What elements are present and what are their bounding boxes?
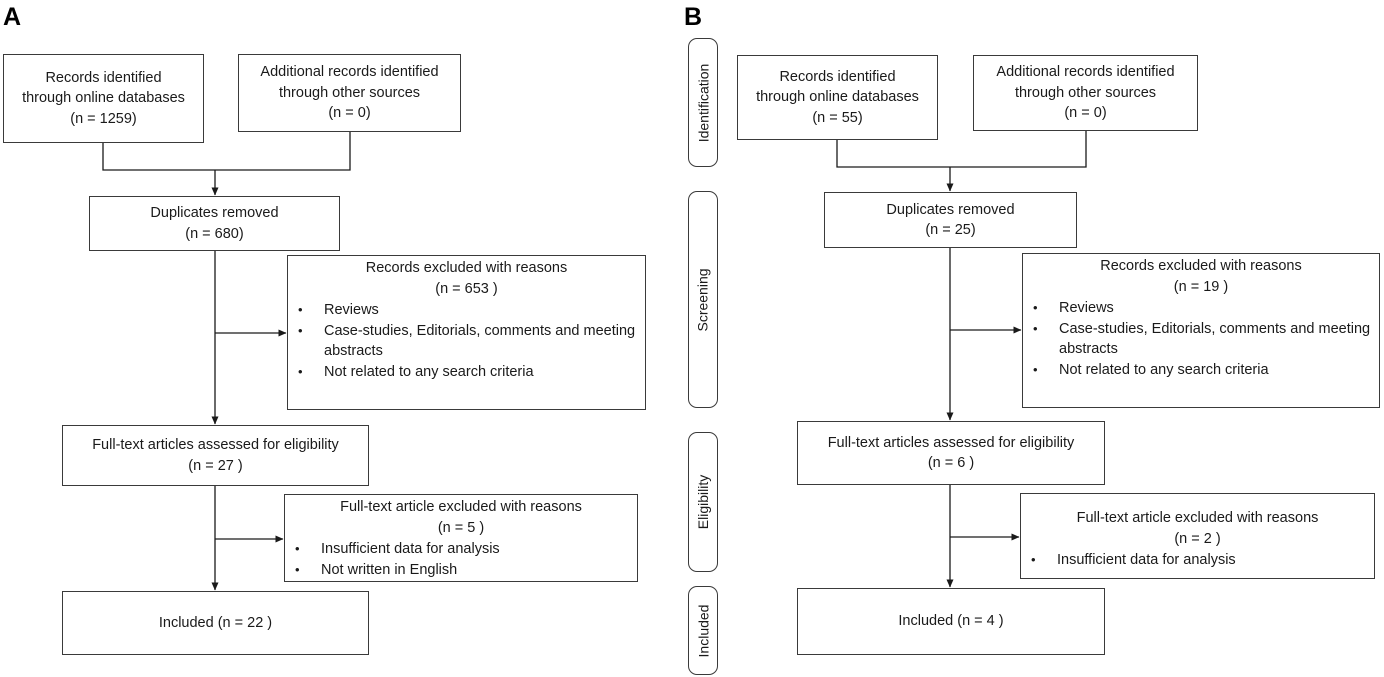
b-fulltext-excluded: Full-text article excluded with reasons … [1020,493,1375,579]
a-records-identified-databases: Records identified through online databa… [3,54,204,143]
b-duplicates-removed: Duplicates removed (n = 25) [824,192,1077,248]
b-fulltext-assessed: Full-text articles assessed for eligibil… [797,421,1105,485]
excluded-count: (n = 2 ) [1174,530,1221,547]
box-text: Additional records identified [260,64,439,81]
stage-identification: Identification [688,38,718,167]
stage-label: Identification [695,63,712,142]
b-records-excluded: Records excluded with reasons (n = 19 ) … [1022,253,1380,408]
excluded-count: (n = 19 ) [1173,278,1229,295]
excluded-count: (n = 5 ) [437,519,485,536]
stage-screening: Screening [688,191,718,408]
exclusion-reason: Not written in English [285,560,637,581]
box-text: (n = 0) [328,105,371,122]
box-text: (n = 6 ) [927,455,975,471]
exclusion-reason: Not related to any search criteria [288,362,645,383]
b-records-identified-databases: Records identified through online databa… [737,55,938,140]
box-text: Included (n = 4 ) [898,613,1004,630]
box-text: Duplicates removed [886,201,1015,218]
exclusion-reason: Case-studies, Editorials, comments and m… [288,321,645,362]
exclusion-reasons: Insufficient data for analysis [1021,550,1374,571]
exclusion-reason: Insufficient data for analysis [1021,550,1374,571]
box-text: Full-text articles assessed for eligibil… [92,437,339,453]
exclusion-reasons: Reviews Case-studies, Editorials, commen… [1023,298,1379,380]
box-text: through other sources [278,84,421,101]
box-text: (n = 0) [1064,105,1107,122]
exclusion-reason: Reviews [1023,298,1379,319]
a-records-excluded: Records excluded with reasons (n = 653 )… [287,255,646,410]
panel-a-label: A [3,3,22,31]
excluded-header: Records excluded with reasons [365,260,568,276]
excluded-count: (n = 653 ) [435,280,498,297]
exclusion-reason: Not related to any search criteria [1023,360,1379,381]
exclusion-reason: Reviews [288,300,645,321]
stage-label: Screening [695,267,712,332]
b-records-identified-other: Additional records identified through ot… [973,55,1198,131]
b-included: Included (n = 4 ) [797,588,1105,655]
a-records-identified-other: Additional records identified through ot… [238,54,461,132]
stage-label: Included [695,604,711,657]
box-text: Included (n = 22 ) [158,614,273,631]
a-fulltext-excluded: Full-text article excluded with reasons … [284,494,638,582]
box-text: (n = 55) [812,109,863,126]
excluded-header: Full-text article excluded with reasons [340,499,582,515]
stage-included: Included [688,586,718,675]
stage-label: Eligibility [695,474,711,530]
exclusion-reasons: Reviews Case-studies, Editorials, commen… [288,300,645,382]
a-fulltext-assessed: Full-text articles assessed for eligibil… [62,425,369,486]
box-text: (n = 27 ) [188,457,243,474]
a-duplicates-removed: Duplicates removed (n = 680) [89,196,340,251]
box-text: Records identified [779,68,896,85]
box-text: through other sources [1014,84,1157,101]
excluded-header: Full-text article excluded with reasons [1076,510,1319,526]
exclusion-reason: Insufficient data for analysis [285,539,637,560]
box-text: (n = 680) [185,225,244,242]
box-text: Additional records identified [996,64,1175,81]
box-text: through online databases [22,90,185,107]
a-included: Included (n = 22 ) [62,591,369,655]
box-text: (n = 25) [925,222,976,238]
excluded-header: Records excluded with reasons [1100,258,1302,274]
exclusion-reasons: Insufficient data for analysis Not writt… [285,539,637,580]
box-text: Records identified [45,69,162,86]
box-text: (n = 1259) [70,110,137,127]
exclusion-reason: Case-studies, Editorials, comments and m… [1023,319,1379,360]
box-text: Duplicates removed [150,205,279,221]
box-text: through online databases [756,89,919,106]
stage-eligibility: Eligibility [688,432,718,572]
panel-b-label: B [684,3,703,31]
box-text: Full-text articles assessed for eligibil… [827,434,1075,451]
